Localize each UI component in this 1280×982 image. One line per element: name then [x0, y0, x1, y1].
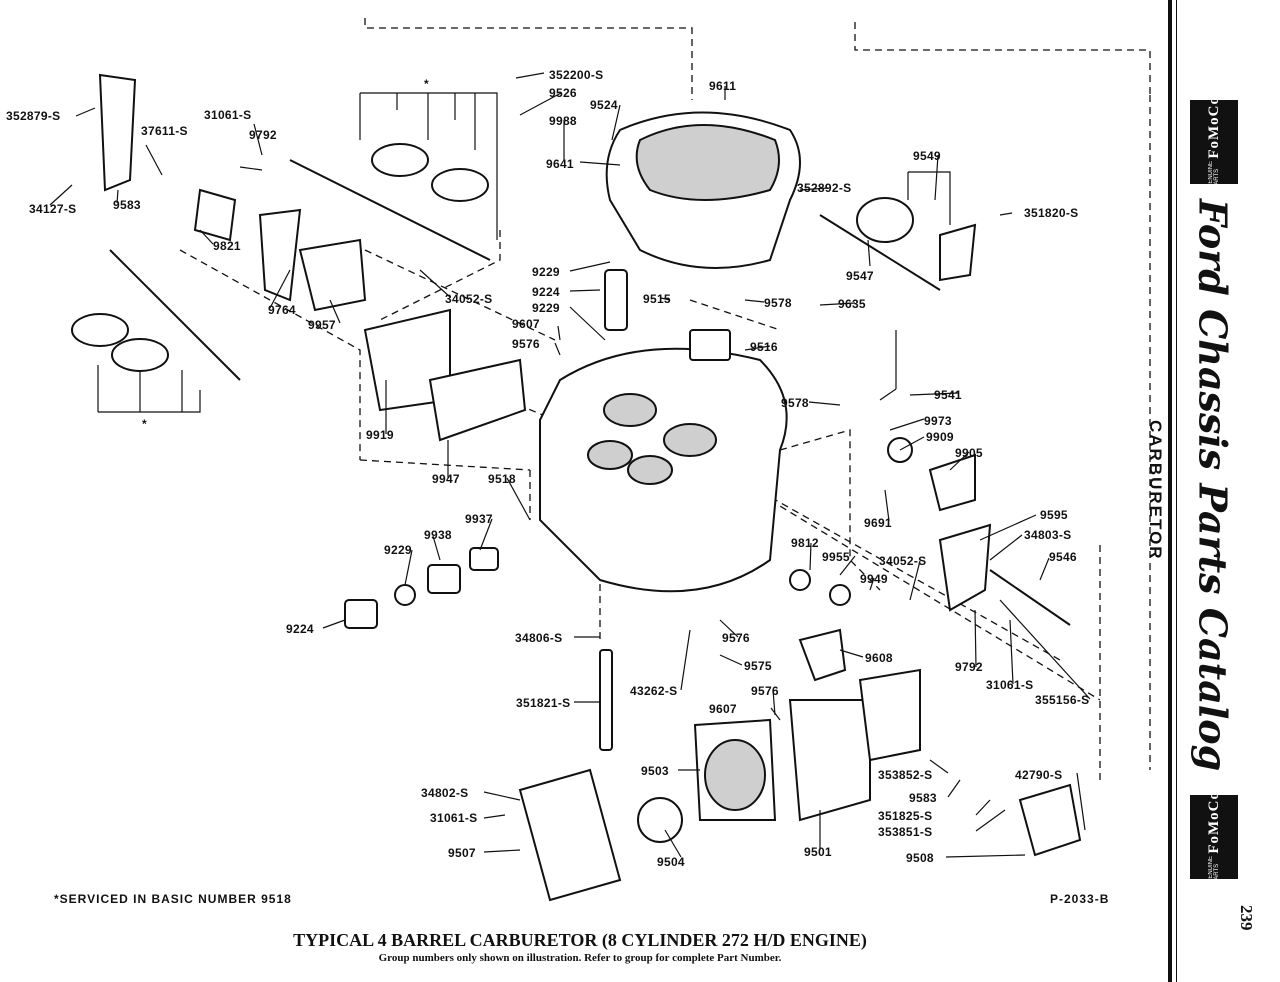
label-9224-a: 9224 [532, 285, 560, 299]
label-9507: 9507 [448, 846, 476, 860]
bowl-cover-9507 [518, 768, 622, 902]
label-9518: 9518 [488, 472, 516, 486]
label-351820-S: 351820-S [1024, 206, 1078, 220]
label-9508: 9508 [906, 851, 934, 865]
part-illustrations [71, 73, 1082, 902]
fomoco-logo-top: FoMoCo GENUINE PARTS [1190, 96, 1238, 188]
footnote: *SERVICED IN BASIC NUMBER 9518 [54, 892, 292, 906]
callout-labels: 352879-S 37611-S 31061-S 9792 34127-S 95… [6, 68, 1089, 869]
diagram-title: TYPICAL 4 BARREL CARBURETOR (8 CYLINDER … [293, 930, 867, 950]
label-34127-S: 34127-S [29, 202, 76, 216]
label-9578-b: 9578 [781, 396, 809, 410]
label-353852-S: 353852-S [878, 768, 932, 782]
label-9583: 9583 [113, 198, 141, 212]
label-9578-a: 9578 [764, 296, 792, 310]
label-9988: 9988 [549, 114, 577, 128]
label-9576-c: 9576 [751, 684, 779, 698]
label-9576-a: 9576 [512, 337, 540, 351]
label-43262-S: 43262-S [630, 684, 677, 698]
page-binding-edge [1168, 0, 1172, 982]
label-9526: 9526 [549, 86, 577, 100]
label-351821-S: 351821-S [516, 696, 570, 710]
label-9504: 9504 [657, 855, 685, 869]
label-34806-S: 34806-S [515, 631, 562, 645]
label-9607-b: 9607 [709, 702, 737, 716]
label-9229-a: 9229 [532, 265, 560, 279]
label-9224-b: 9224 [286, 622, 314, 636]
label-9501: 9501 [804, 845, 832, 859]
label-9515: 9515 [643, 292, 671, 306]
label-9973: 9973 [924, 414, 952, 428]
label-34803-S: 34803-S [1024, 528, 1071, 542]
label-9812: 9812 [791, 536, 819, 550]
page-number: 239 [1237, 905, 1256, 931]
label-9919: 9919 [366, 428, 394, 442]
label-351825-S: 351825-S [878, 809, 932, 823]
label-9955: 9955 [822, 550, 850, 564]
label-9938: 9938 [424, 528, 452, 542]
label-9764: 9764 [268, 303, 296, 317]
asterisk-left: * [142, 417, 147, 431]
label-9547: 9547 [846, 269, 874, 283]
section-heading: CARBURETOR [1146, 419, 1165, 561]
label-9792-b: 9792 [955, 660, 983, 674]
label-352892-S: 352892-S [797, 181, 851, 195]
label-34802-S: 34802-S [421, 786, 468, 800]
label-9821: 9821 [213, 239, 241, 253]
label-9583-b: 9583 [909, 791, 937, 805]
label-9608: 9608 [865, 651, 893, 665]
fomoco-logo-bottom: FoMoCo GENUINE PARTS [1190, 791, 1238, 883]
page-binding-edge-thin [1176, 0, 1177, 982]
label-9792: 9792 [249, 128, 277, 142]
label-42790-S: 42790-S [1015, 768, 1062, 782]
catalog-name: Ford Chassis Parts Catalog [1190, 198, 1236, 772]
label-9937: 9937 [465, 512, 493, 526]
label-9546: 9546 [1049, 550, 1077, 564]
label-31061-S: 31061-S [204, 108, 251, 122]
label-9607-a: 9607 [512, 317, 540, 331]
label-9957: 9957 [308, 318, 336, 332]
assembly-guide-lines [179, 18, 1151, 780]
label-31061-S-c: 31061-S [430, 811, 477, 825]
label-9595: 9595 [1040, 508, 1068, 522]
label-9909: 9909 [926, 430, 954, 444]
label-34052-S: 34052-S [445, 292, 492, 306]
diagram-subtitle: Group numbers only shown on illustration… [378, 952, 782, 964]
label-9229-b: 9229 [532, 301, 560, 315]
label-9516: 9516 [750, 340, 778, 354]
label-9503: 9503 [641, 764, 669, 778]
label-9691: 9691 [864, 516, 892, 530]
label-9576-b: 9576 [722, 631, 750, 645]
label-9575: 9575 [744, 659, 772, 673]
label-9549: 9549 [913, 149, 941, 163]
label-353851-S: 353851-S [878, 825, 932, 839]
label-9524: 9524 [590, 98, 618, 112]
label-9635: 9635 [838, 297, 866, 311]
label-9949: 9949 [860, 572, 888, 586]
label-9947: 9947 [432, 472, 460, 486]
label-9611: 9611 [709, 79, 736, 93]
plate-id: P-2033-B [1050, 892, 1110, 906]
asterisk-top: * [424, 77, 429, 91]
label-34052-S-b: 34052-S [879, 554, 926, 568]
label-37611-S: 37611-S [141, 124, 188, 138]
label-352200-S: 352200-S [549, 68, 603, 82]
label-31061-S-b: 31061-S [986, 678, 1033, 692]
label-352879-S: 352879-S [6, 109, 60, 123]
label-9541: 9541 [934, 388, 962, 402]
label-9229-c: 9229 [384, 543, 412, 557]
label-9905: 9905 [955, 446, 983, 460]
leader-lines [49, 72, 1091, 858]
label-355156-S: 355156-S [1035, 693, 1089, 707]
label-9641: 9641 [546, 157, 574, 171]
